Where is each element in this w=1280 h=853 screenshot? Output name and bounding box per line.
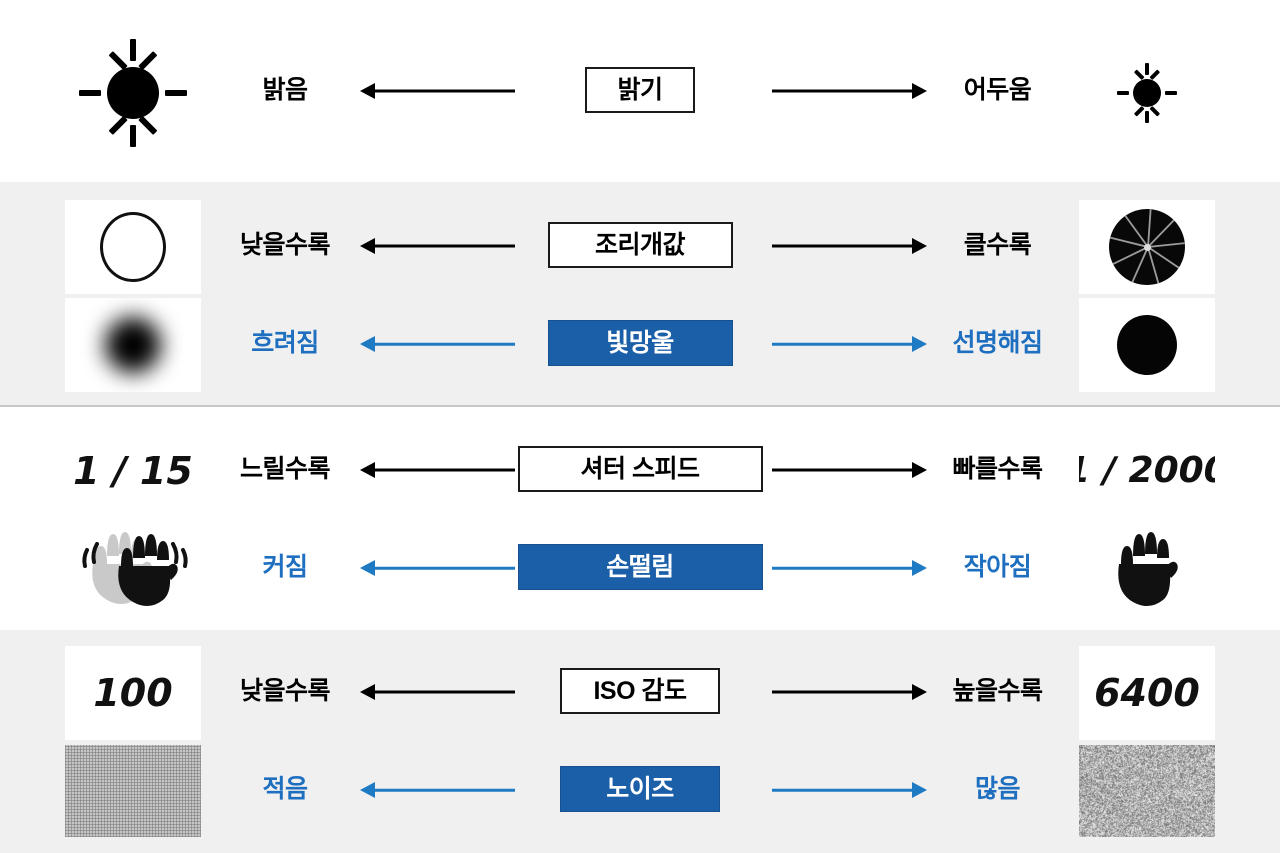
row-aperture-main: 낮을수록 조리개값 클수록 <box>0 200 1280 294</box>
label-text: 어두움 <box>964 76 1032 104</box>
chip-bokeh: 빛망울 <box>515 320 765 366</box>
shutter-fast-value: 1 / 2000 <box>1079 453 1215 489</box>
sun-large-icon <box>77 37 189 149</box>
shutter-slow-value: 1 / 15 <box>73 452 193 490</box>
thumbnail-low-iso: 100 <box>65 646 201 740</box>
thumbnail-fast-shutter: 1 / 2000 <box>1079 424 1215 518</box>
coarse-grain-icon <box>1079 745 1215 837</box>
thumbnail-bright-sun <box>65 30 201 155</box>
arrow-iso-right <box>772 681 927 703</box>
thumbnail-high-noise <box>1079 744 1215 838</box>
steady-hand-icon <box>1107 526 1187 612</box>
label-text: 밝음 <box>262 76 307 104</box>
label-brightness-right: 어두움 <box>925 78 1070 103</box>
chip-brightness: 밝기 <box>515 67 765 113</box>
label-bokeh-right: 선명해짐 <box>925 331 1070 356</box>
thumbnail-small-aperture <box>65 200 201 294</box>
row-brightness-main: 밝음 밝기 어두움 <box>0 30 1280 155</box>
row-aperture-bokeh: 흐려짐 빛망울 선명해짐 <box>0 298 1280 392</box>
label-aperture-left: 낮을수록 <box>215 233 355 258</box>
label-text: 느릴수록 <box>240 455 330 483</box>
iris-aperture-icon <box>1109 209 1185 285</box>
label-noise-right: 많음 <box>925 777 1070 802</box>
label-text: 낮을수록 <box>240 677 330 705</box>
fine-grain-icon <box>65 745 201 837</box>
label-text: 높을수록 <box>952 677 1042 705</box>
arrow-bokeh-left <box>360 333 515 355</box>
arrow-aperture-right <box>772 235 927 257</box>
arrow-shutter-right <box>772 459 927 481</box>
solid-dot-icon <box>1117 315 1177 375</box>
arrow-bokeh-right <box>772 333 927 355</box>
circle-outline-icon <box>100 212 166 282</box>
iso-high-value: 6400 <box>1094 674 1200 712</box>
sun-small-icon <box>1116 62 1178 124</box>
label-bokeh-left: 흐려짐 <box>215 331 355 356</box>
thumbnail-dark-sun <box>1079 30 1215 155</box>
label-text: 많음 <box>975 775 1020 803</box>
chip-label-shutter: 셔터 스피드 <box>518 446 763 492</box>
chip-label-brightness: 밝기 <box>585 67 695 113</box>
arrow-brightness-left <box>360 80 515 102</box>
label-iso-left: 낮을수록 <box>215 679 355 704</box>
chip-shutter: 셔터 스피드 <box>515 446 765 492</box>
chip-noise: 노이즈 <box>515 766 765 812</box>
chip-label-noise: 노이즈 <box>560 766 720 812</box>
blurred-blob-icon <box>105 317 161 373</box>
label-brightness-left: 밝음 <box>215 78 355 103</box>
arrow-shake-right <box>772 557 927 579</box>
thumbnail-large-aperture <box>1079 200 1215 294</box>
chip-shake: 손떨림 <box>515 544 765 590</box>
label-shake-left: 커짐 <box>215 555 355 580</box>
label-text: 낮을수록 <box>240 231 330 259</box>
arrow-aperture-left <box>360 235 515 257</box>
thumbnail-blurred-bokeh <box>65 298 201 392</box>
thumbnail-high-iso: 6400 <box>1079 646 1215 740</box>
label-shutter-left: 느릴수록 <box>215 457 355 482</box>
chip-label-bokeh: 빛망울 <box>548 320 733 366</box>
row-iso-main: 100 낮을수록 ISO 감도 높을수록 6400 <box>0 646 1280 740</box>
row-shutter-shake: 커짐 손떨림 작아짐 <box>0 522 1280 616</box>
shaking-hand-icon <box>65 524 201 614</box>
thumbnail-steady-hand <box>1079 522 1215 616</box>
thumbnail-sharp-bokeh <box>1079 298 1215 392</box>
chip-aperture: 조리개값 <box>515 222 765 268</box>
arrow-iso-left <box>360 681 515 703</box>
thumbnail-shaking-hand <box>65 522 201 616</box>
label-text: 적음 <box>262 775 307 803</box>
arrow-shutter-left <box>360 459 515 481</box>
label-iso-right: 높을수록 <box>925 679 1070 704</box>
label-shutter-right: 빠를수록 <box>925 457 1070 482</box>
label-text: 선명해짐 <box>952 329 1042 357</box>
chip-label-aperture: 조리개값 <box>548 222 733 268</box>
label-text: 작아짐 <box>964 553 1032 581</box>
label-text: 빠를수록 <box>952 455 1042 483</box>
arrow-shake-left <box>360 557 515 579</box>
row-shutter-main: 1 / 15 느릴수록 셔터 스피드 빠를수록 1 / 2000 <box>0 424 1280 518</box>
label-aperture-right: 클수록 <box>925 233 1070 258</box>
label-text: 클수록 <box>964 231 1032 259</box>
thumbnail-low-noise <box>65 744 201 838</box>
chip-label-shake: 손떨림 <box>518 544 763 590</box>
label-shake-right: 작아짐 <box>925 555 1070 580</box>
row-iso-noise: 적음 노이즈 많음 <box>0 744 1280 838</box>
shaking-hand-svg <box>65 524 201 614</box>
iso-low-value: 100 <box>93 674 172 712</box>
thumbnail-slow-shutter: 1 / 15 <box>65 424 201 518</box>
chip-iso: ISO 감도 <box>515 668 765 714</box>
arrow-noise-left <box>360 779 515 801</box>
chip-label-iso: ISO 감도 <box>560 668 720 714</box>
arrow-brightness-right <box>772 80 927 102</box>
label-noise-left: 적음 <box>215 777 355 802</box>
arrow-noise-right <box>772 779 927 801</box>
label-text: 커짐 <box>262 553 307 581</box>
label-text: 흐려짐 <box>251 329 319 357</box>
